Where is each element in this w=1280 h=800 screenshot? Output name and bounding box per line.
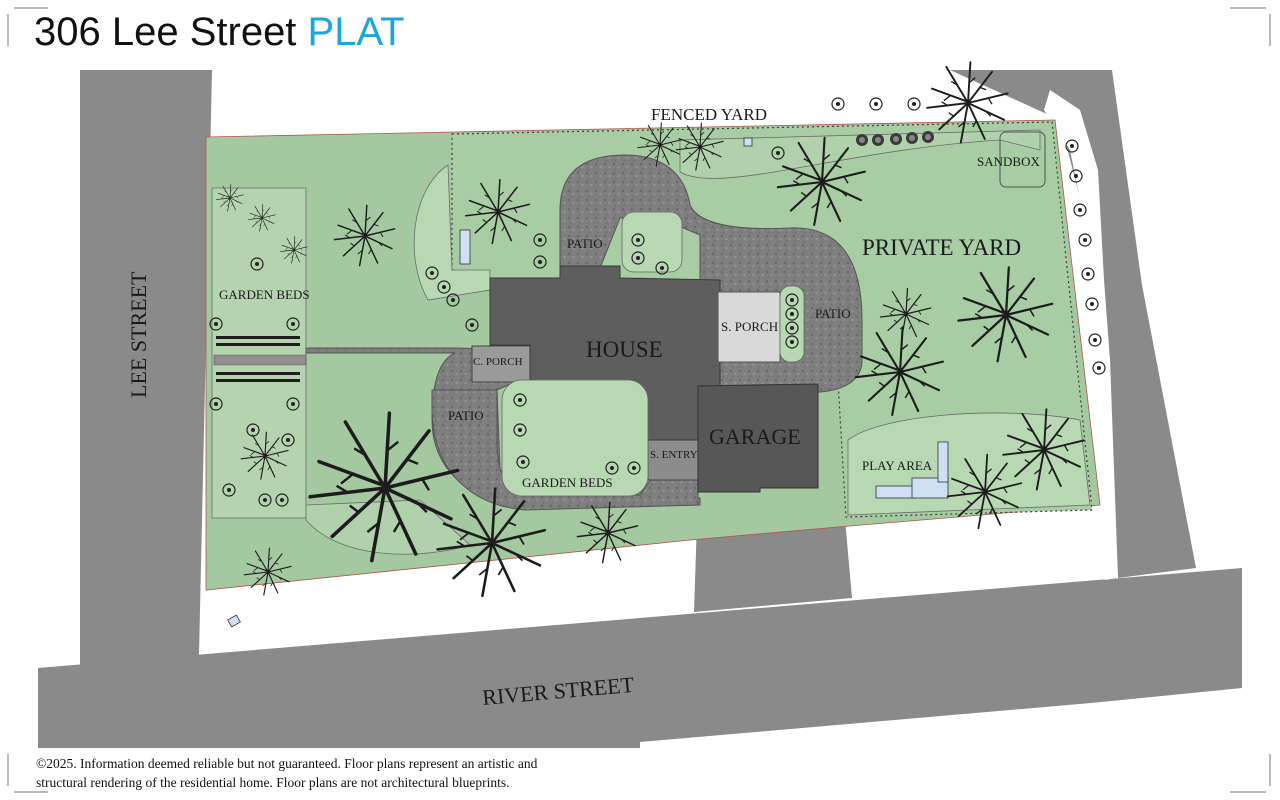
sandbox-label: SANDBOX [977,154,1040,169]
play-area-label: PLAY AREA [862,458,933,473]
garden-beds-west-label: GARDEN BEDS [219,287,310,302]
c-porch-label: C. PORCH [473,356,523,368]
play-equipment-1 [875,485,917,499]
river-street-median [640,690,1242,750]
sidewalk-curve [1044,90,1118,580]
utility-box [743,137,753,147]
address-title: 306 Lee Street [34,10,297,54]
s-porch [717,291,781,363]
doc-type-title: PLAT [307,10,405,54]
garage-label: GARAGE [709,424,801,449]
s-porch-label: S. PORCH [721,319,778,334]
patio-north-label: PATIO [567,236,603,251]
river-street-road [38,568,1242,748]
lot-line [205,119,1101,591]
garden-beds-west-area [211,187,307,519]
plan-labels: LEE STREET RIVER STREET FENCED YARD SAND… [126,105,1040,710]
private-yard-label: PRIVATE YARD [862,235,1021,260]
garden-rows [216,336,300,382]
page-title: 306 Lee Street PLAT [34,8,405,56]
yard-features [227,131,1046,628]
northwest-lawn-bed [413,164,491,301]
west-walk-stones [213,354,307,366]
disclaimer-line-2: structural rendering of the residential … [36,775,510,790]
porch-bed [779,285,805,363]
play-equipment-2 [911,477,949,499]
garden-beds-south-label: GARDEN BEDS [522,475,613,490]
c-porch-pad [471,345,531,383]
garage [697,383,819,493]
fenced-yard-label: FENCED YARD [651,105,767,124]
north-bench [459,229,471,265]
lee-street-road [80,70,212,668]
north-patio-bed [621,211,683,273]
disclaimer-line-1: ©2025. Information deemed reliable but n… [36,756,538,771]
play-equipment-3 [937,441,949,483]
patio-east-label: PATIO [815,306,851,321]
crop-marks [7,7,1271,793]
northeast-road [950,70,1196,578]
sandbox-frame [999,131,1046,188]
s-entry-label: S. ENTRY [650,449,698,461]
house-label: HOUSE [586,337,663,362]
patio-west-label: PATIO [448,408,484,423]
lee-street-label: LEE STREET [126,271,151,398]
corner-marker [227,614,241,628]
disclaimer: ©2025. Information deemed reliable but n… [36,754,636,792]
